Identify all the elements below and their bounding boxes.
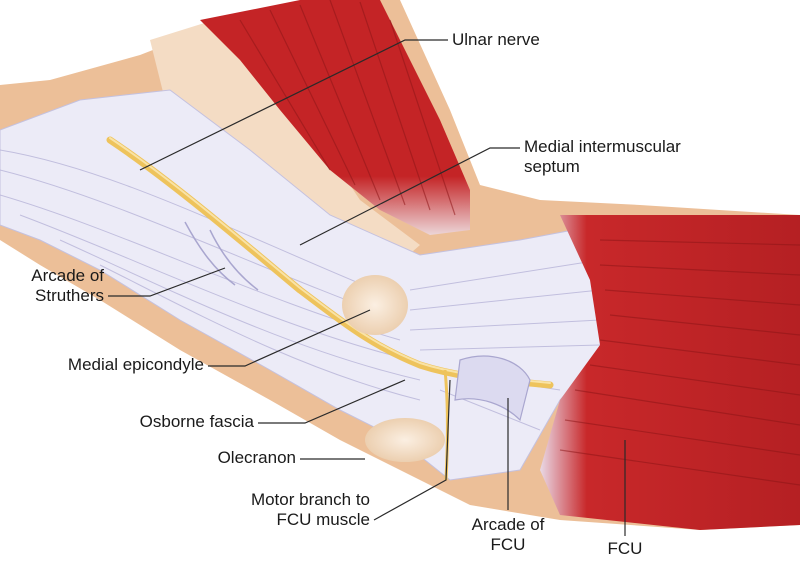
label-ulnar-nerve: Ulnar nerve: [452, 30, 540, 49]
arcade-of-struthers: [184, 221, 259, 291]
label-medial-intermuscular-septum: Medial intermuscular septum: [524, 137, 681, 176]
leader-osborne-fascia: [258, 379, 406, 424]
label-medial-epicondyle: Medial epicondyle: [67, 355, 204, 374]
label-arcade-of-struthers: Arcade of Struthers: [31, 266, 104, 305]
label-motor-branch-to-fcu: Motor branch to FCU muscle: [250, 490, 370, 529]
medial-epicondyle-bone: [342, 275, 408, 335]
triceps-fibers: [239, 0, 456, 216]
leader-motor-branch: [373, 379, 451, 521]
leader-arcade-struthers: [108, 267, 226, 297]
leader-ulnar-nerve: [139, 39, 448, 171]
leader-lines: [108, 39, 626, 536]
olecranon-bone: [365, 418, 445, 462]
leader-medial-epicondyle: [208, 309, 371, 367]
label-fcu: FCU: [607, 539, 643, 558]
label-olecranon: Olecranon: [217, 448, 296, 467]
label-arcade-of-fcu: Arcade of FCU: [471, 515, 545, 554]
fcu-muscle: [540, 215, 800, 530]
upper-arm-skin-light: [150, 15, 420, 280]
arcade-of-fcu-arch: [454, 355, 531, 422]
fcu-fibers: [559, 239, 800, 486]
label-osborne-fascia: Osborne fascia: [139, 412, 254, 431]
leader-medial-septum: [299, 147, 520, 246]
